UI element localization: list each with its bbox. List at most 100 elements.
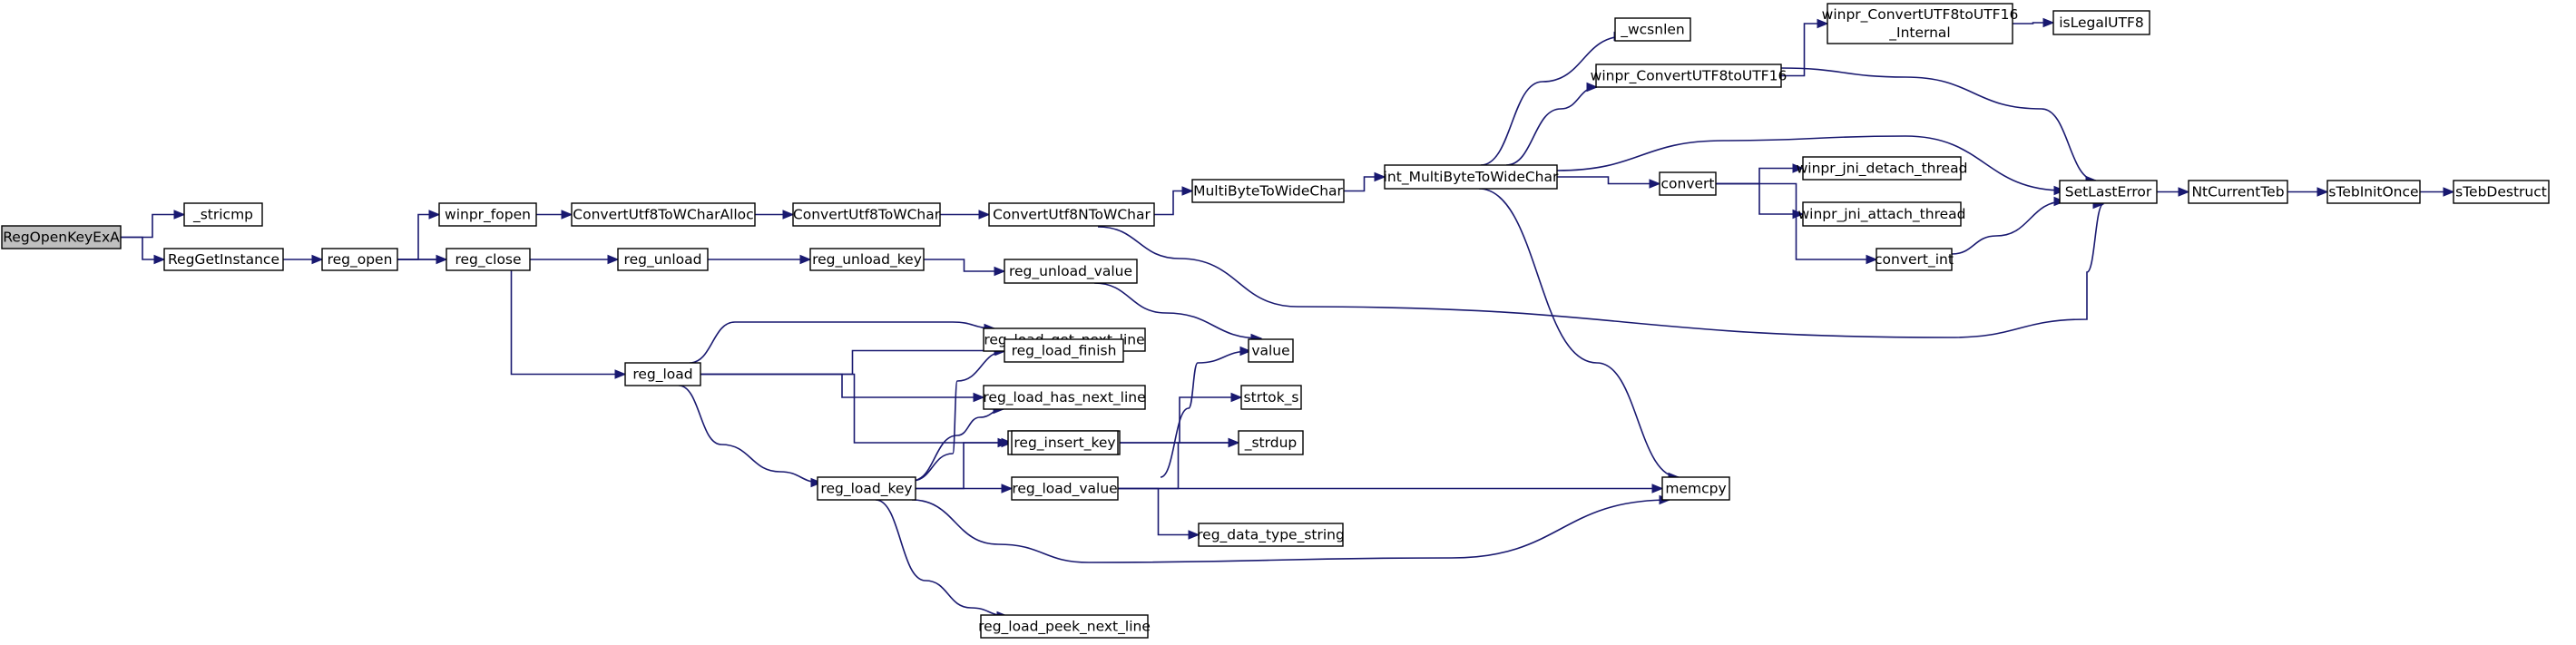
node-box (1238, 430, 1304, 455)
node-label: MultiByteToWideChar (1193, 183, 1343, 200)
arrowhead-winpr_fopen (428, 210, 441, 220)
node-label: reg_unload_value (1009, 263, 1132, 280)
node-box (617, 248, 709, 271)
node-box (1384, 164, 1558, 190)
node-label: winpr_jni_detach_thread (1797, 161, 1968, 178)
node--strdup[interactable]: _strdup (1238, 430, 1304, 455)
node-reg-data-type-string[interactable]: reg_data_type_string (1197, 523, 1345, 547)
node-box (1011, 476, 1119, 501)
edge-reg_load_value-to-reg_data_type_string (1118, 487, 1199, 536)
node-reg-load[interactable]: reg_load (624, 362, 701, 386)
node-multibytetowidechar[interactable]: MultiByteToWideChar (1191, 179, 1345, 203)
node-convertutf8towcharalloc[interactable]: ConvertUtf8ToWCharAlloc (571, 202, 756, 227)
node-memcpy[interactable]: memcpy (1661, 476, 1730, 501)
node-reg-insert-key[interactable]: reg_insert_key (1011, 430, 1119, 455)
node-reg-load-has-next-line[interactable]: reg_load_has_next_line (983, 385, 1146, 410)
node-box (1191, 179, 1345, 203)
call-edges (120, 17, 2455, 621)
node-reg-load-finish[interactable]: reg_load_finish (1004, 338, 1124, 363)
edge-convert-to-winpr_jni_attach_thread (1716, 182, 1803, 215)
node-reg-unload-key[interactable]: reg_unload_key (809, 248, 925, 271)
arrowhead-MultiByteToWideChar (1181, 186, 1194, 196)
edge-reg_load_key-to-reg_load_peek_next_line (875, 499, 1008, 617)
node-winpr-fopen[interactable]: winpr_fopen (438, 202, 537, 227)
node-reg-close[interactable]: reg_close (446, 248, 531, 271)
arrowhead-int_MultiByteToWideChar (1374, 171, 1386, 182)
node-box (438, 202, 537, 227)
node-convert[interactable]: convert (1659, 171, 1717, 196)
edge-int_MultiByteToWideChar-to-winpr_ConvertUTF8toUTF16 (1505, 86, 1598, 166)
edge-reg_load_value-to-value (1160, 350, 1251, 478)
node--wcsnlen[interactable]: _wcsnlen (1614, 17, 1691, 42)
node-islegalutf8[interactable]: isLegalUTF8 (2052, 10, 2150, 35)
node-box (1011, 430, 1119, 455)
node-box (980, 614, 1149, 639)
arrowhead-memcpy (1651, 484, 1664, 494)
node-convertutf8towchar[interactable]: ConvertUtf8ToWChar (792, 202, 941, 227)
node-label: RegOpenKeyExA (3, 230, 120, 246)
node-label: _wcsnlen (1620, 22, 1685, 39)
edge-convert-to-winpr_jni_detach_thread (1716, 167, 1803, 185)
node-box (1614, 17, 1691, 42)
node-label: reg_load_finish (1012, 343, 1117, 360)
node-convertutf8ntowchar[interactable]: ConvertUtf8NToWChar (988, 202, 1155, 227)
node-box (1802, 201, 1962, 227)
arrowhead-reg_insert_key (1001, 437, 1014, 448)
node-box (809, 248, 925, 271)
node-reg-unload-value[interactable]: reg_unload_value (1004, 259, 1138, 284)
arrowhead-ConvertUtf8ToWChar (782, 210, 795, 220)
edge-reg_load-to-reg_load_has_next_line (700, 373, 984, 398)
node-label: reg_unload_key (812, 251, 922, 269)
node-reggetinstance[interactable]: RegGetInstance (163, 248, 284, 271)
node-label: reg_unload (624, 251, 702, 269)
node-regopenkeyexa[interactable]: RegOpenKeyExA (1, 225, 122, 249)
node-winpr-jni-detach-thread[interactable]: winpr_jni_detach_thread (1797, 156, 1968, 181)
node--stricmp[interactable]: _stricmp (183, 202, 263, 227)
node-label: memcpy (1665, 481, 1726, 497)
node-box (2052, 10, 2150, 35)
arrowhead-reg_load_key (810, 477, 823, 488)
node-reg-load-peek-next-line[interactable]: reg_load_peek_next_line (978, 614, 1151, 639)
node-box (2453, 180, 2550, 204)
node-reg-unload[interactable]: reg_unload (617, 248, 709, 271)
node-label: reg_load_has_next_line (983, 389, 1145, 406)
node-reg-open[interactable]: reg_open (321, 248, 398, 271)
node-stebdestruct[interactable]: sTebDestruct (2453, 180, 2550, 204)
node-winpr-jni-attach-thread[interactable]: winpr_jni_attach_thread (1797, 201, 1966, 227)
node-label: value (1251, 343, 1289, 359)
arrowhead-ConvertUtf8NToWChar (978, 210, 991, 220)
arrowhead-RegGetInstance (153, 254, 166, 265)
node-box (1659, 171, 1717, 196)
node-label: winpr_ConvertUTF8toUTF16 (1591, 68, 1788, 85)
node-label: isLegalUTF8 (2059, 15, 2144, 31)
node-reg-load-value[interactable]: reg_load_value (1011, 476, 1119, 501)
node-label: RegGetInstance (168, 251, 279, 268)
node-ntcurrentteb[interactable]: NtCurrentTeb (2188, 180, 2288, 204)
node-box (1802, 156, 1962, 181)
node-stebinitonce[interactable]: sTebInitOnce (2326, 180, 2421, 204)
arrowhead-_stricmp (173, 210, 186, 220)
node-convert-int[interactable]: convert_int (1875, 248, 1954, 271)
node-strtok-s[interactable]: strtok_s (1240, 385, 1302, 410)
edge-int_MultiByteToWideChar-to-SetLastError (1556, 135, 2065, 191)
node-label: reg_load (632, 366, 692, 384)
node-winpr-convertutf8toutf16-internal[interactable]: winpr_ConvertUTF8toUTF16_Internal (1822, 3, 2019, 44)
node-box (2059, 180, 2158, 204)
node-label: winpr_fopen (445, 207, 531, 224)
arrowhead-value (1239, 346, 1252, 357)
node-label: reg_data_type_string (1197, 527, 1345, 544)
node-label: _strdup (1244, 435, 1298, 452)
node-box (983, 385, 1146, 410)
node-winpr-convertutf8toutf16[interactable]: winpr_ConvertUTF8toUTF16 (1591, 64, 1788, 88)
node-label: reg_load_peek_next_line (978, 619, 1151, 636)
edge-int_MultiByteToWideChar-to-convert (1557, 176, 1660, 185)
node-int-multibytetowidechar[interactable]: int_MultiByteToWideChar (1384, 164, 1559, 190)
node-value[interactable]: value (1248, 338, 1294, 363)
node-reg-load-key[interactable]: reg_load_key (817, 476, 916, 501)
node-box (1248, 338, 1294, 363)
arrowhead-winpr_jni_detach_thread (1792, 163, 1805, 173)
node-setlasterror[interactable]: SetLastError (2059, 180, 2158, 204)
edge-reg_load_key-to-reg_load_get_next_line (911, 350, 1006, 482)
edge-reg_load_key-to-reg_load_has_next_line (911, 408, 1004, 482)
